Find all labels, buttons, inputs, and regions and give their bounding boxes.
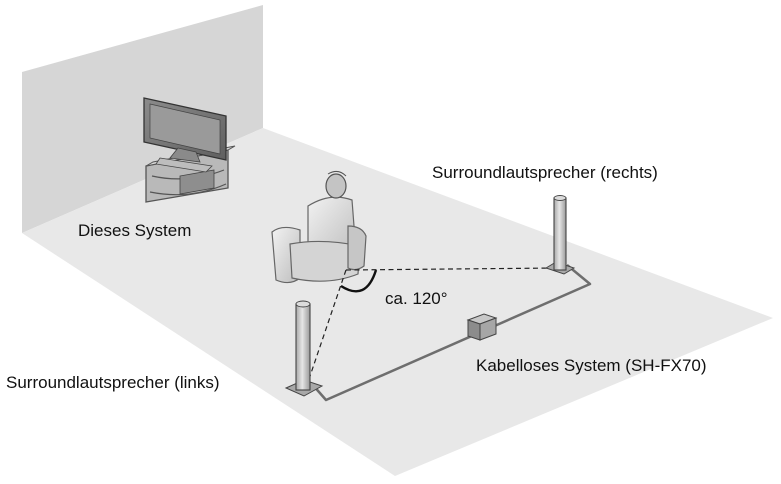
surround-speaker-left [284,300,324,397]
back-wall [22,5,263,233]
speaker-layout-outline [311,264,592,402]
listening-angle-lines [307,267,558,383]
surround-right-label: Surroundlautsprecher (rechts) [432,163,658,182]
angle-label: ca. 120° [385,289,448,308]
surround-speaker-right [544,195,576,275]
angle-arc [340,269,378,293]
tv [143,97,227,173]
floor [22,128,773,476]
armchair-with-listener [271,170,367,284]
this-system-label: Dieses System [78,221,192,240]
surround-left-label: Surroundlautsprecher (links) [6,373,220,392]
wireless-system-label: Kabelloses System (SH-FX70) [476,356,707,375]
wireless-system-box [466,313,498,341]
